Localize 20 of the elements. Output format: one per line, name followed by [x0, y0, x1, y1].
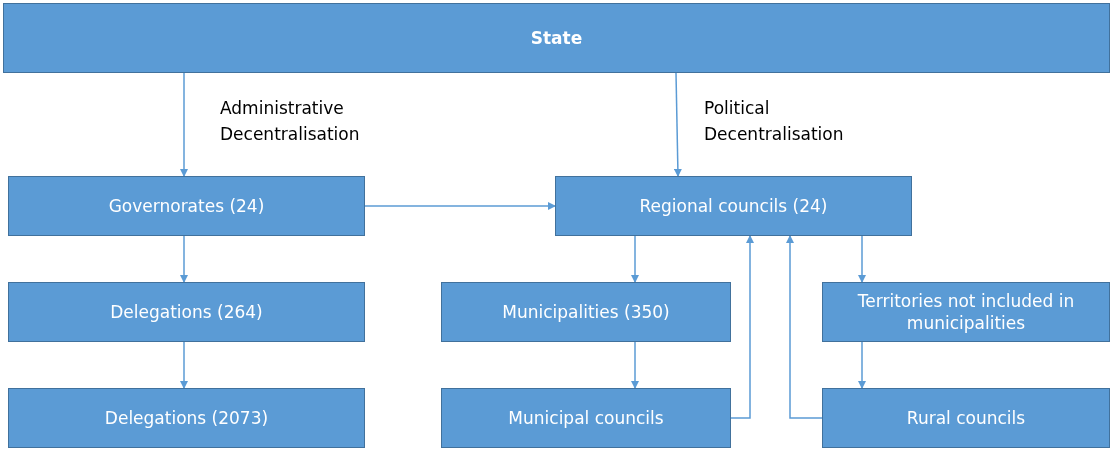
process-box: Municipalities (350) — [441, 282, 731, 342]
arrow — [858, 235, 866, 283]
arrow — [180, 72, 188, 177]
process-box: Rural councils — [822, 388, 1110, 448]
process-box: Delegations (264) — [8, 282, 365, 342]
arrow — [786, 235, 823, 419]
process-box: Regional councils (24) — [555, 176, 912, 236]
arrow — [180, 235, 188, 283]
process-box: Delegations (2073) — [8, 388, 365, 448]
arrow — [364, 202, 556, 210]
process-box: Territories not included in municipalities — [822, 282, 1110, 342]
arrow — [858, 341, 866, 389]
arrow — [631, 235, 639, 283]
arrow — [631, 341, 639, 389]
arrow — [730, 235, 754, 419]
arrow — [180, 341, 188, 389]
arrow — [673, 72, 682, 177]
process-box: State — [3, 3, 1110, 73]
process-box: Municipal councils — [441, 388, 731, 448]
process-box: Governorates (24) — [8, 176, 365, 236]
